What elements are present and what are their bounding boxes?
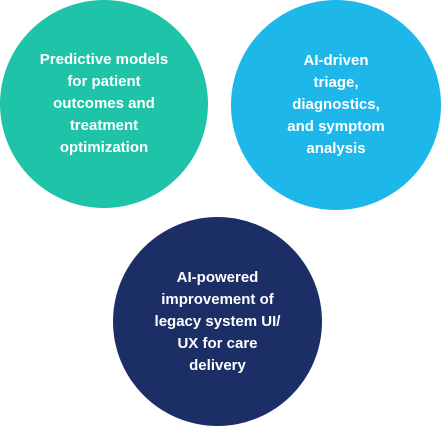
circle-label: Predictive models for patient outcomes a… xyxy=(39,51,169,156)
circle-label: AI-powered improvement of legacy system … xyxy=(154,268,281,374)
circle-predictive-models: Predictive models for patient outcomes a… xyxy=(0,0,208,208)
circle-ai-triage: AI-driven triage, diagnostics, and sympt… xyxy=(231,0,441,210)
circle-label: AI-driven triage, diagnostics, and sympt… xyxy=(287,52,385,157)
circle-legacy-ui-improvement: AI-powered improvement of legacy system … xyxy=(113,217,322,426)
